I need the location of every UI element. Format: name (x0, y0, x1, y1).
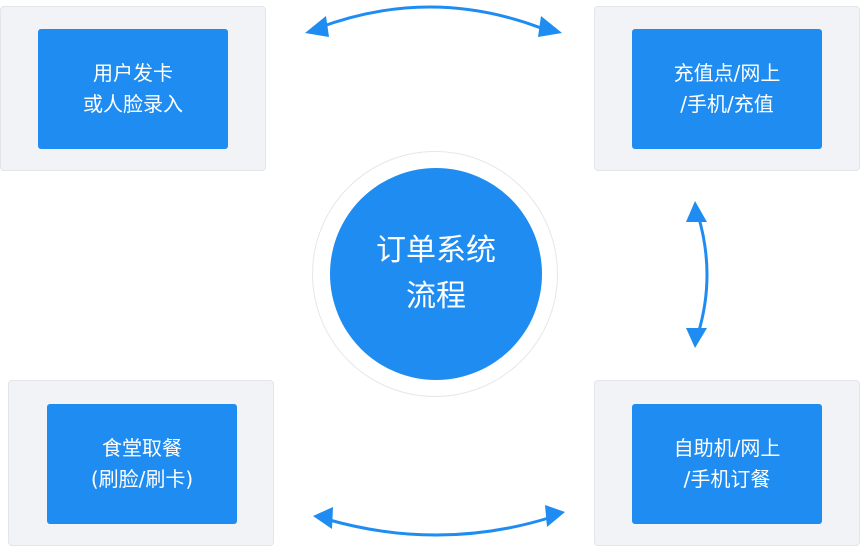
center-label-line2: 流程 (406, 279, 466, 314)
node-label-line1: 充值点/网上 (673, 61, 781, 85)
node-label-line1: 用户发卡 (93, 61, 173, 85)
node-recharge: 充值点/网上 /手机/充值 (632, 29, 822, 149)
node-label-line2: 或人脸录入 (83, 92, 183, 116)
double-arrow-bottom (313, 505, 565, 537)
double-arrow-right (686, 201, 709, 348)
double-arrow-top (305, 5, 562, 37)
center-node-order-system: 订单系统 流程 (330, 168, 542, 380)
card-bottom-left: 食堂取餐 (刷脸/刷卡) (8, 380, 274, 546)
center-label-line1: 订单系统 (376, 233, 496, 268)
card-bottom-right: 自助机/网上 /手机订餐 (594, 380, 860, 546)
node-label-line2: (刷脸/刷卡) (90, 467, 194, 491)
node-self-service-order: 自助机/网上 /手机订餐 (632, 404, 822, 524)
node-canteen-pickup: 食堂取餐 (刷脸/刷卡) (47, 404, 237, 524)
node-label-line1: 自助机/网上 (673, 436, 781, 460)
node-label-line2: /手机订餐 (683, 467, 771, 491)
node-user-card-issue: 用户发卡 或人脸录入 (38, 29, 228, 149)
card-top-left: 用户发卡 或人脸录入 (0, 6, 266, 171)
card-top-right: 充值点/网上 /手机/充值 (594, 6, 860, 171)
node-label-line2: /手机/充值 (680, 92, 774, 116)
node-label-line1: 食堂取餐 (102, 436, 182, 460)
